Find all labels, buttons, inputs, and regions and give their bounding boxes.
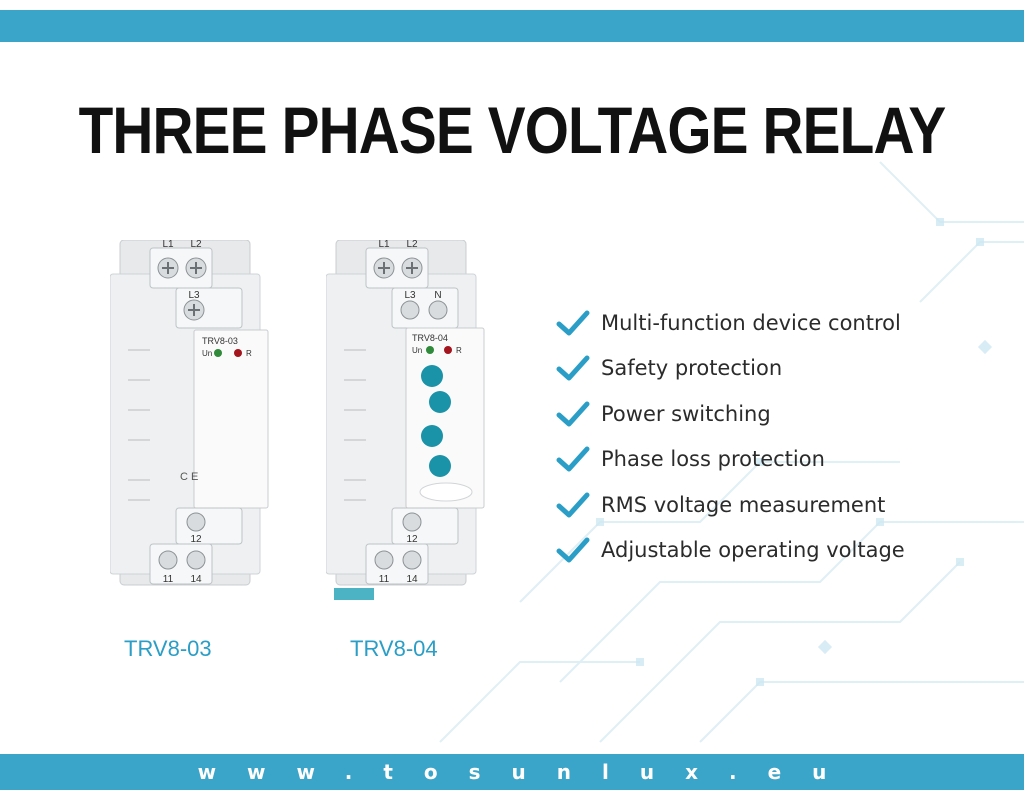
check-icon: [556, 492, 590, 518]
ce-mark: C E: [180, 471, 198, 483]
indicator-label-r: R: [456, 346, 462, 355]
terminal-label-12: 12: [406, 534, 418, 545]
terminal-label-l2: L2: [190, 240, 202, 250]
terminal-label-14: 14: [406, 574, 418, 585]
feature-item: RMS voltage measurement: [556, 482, 996, 528]
indicator-label-un: Un: [412, 346, 422, 355]
feature-text: RMS voltage measurement: [601, 492, 886, 517]
indicator-green-led: [426, 346, 434, 354]
terminal-label-14: 14: [190, 574, 202, 585]
adjust-knob-1[interactable]: [421, 365, 443, 387]
model-label-trv8-04: TRV8-04: [350, 636, 438, 661]
page-title: THREE PHASE VOLTAGE RELAY: [78, 93, 947, 167]
terminal-label-11: 11: [163, 574, 174, 585]
indicator-label-r: R: [246, 349, 252, 358]
feature-text: Adjustable operating voltage: [601, 538, 905, 563]
feature-item: Safety protection: [556, 346, 996, 392]
feature-text: Power switching: [601, 401, 771, 426]
adjust-knob-4[interactable]: [429, 455, 451, 477]
check-icon: [556, 401, 590, 427]
feature-list: Multi-function device control Safety pro…: [556, 300, 996, 573]
feature-item: Adjustable operating voltage: [556, 528, 996, 574]
indicator-label-un: Un: [202, 349, 212, 358]
check-icon: [556, 310, 590, 336]
top-band: [0, 10, 1024, 42]
feature-text: Phase loss protection: [601, 447, 825, 472]
check-icon: [556, 537, 590, 563]
front-model-label: TRV8-04: [412, 333, 448, 343]
adjust-knob-3[interactable]: [421, 425, 443, 447]
terminal-label-l3: L3: [188, 290, 200, 301]
terminal-label-12: 12: [190, 534, 202, 545]
feature-item: Multi-function device control: [556, 300, 996, 346]
din-clip: [334, 588, 374, 600]
indicator-red-led: [444, 346, 452, 354]
feature-item: Power switching: [556, 391, 996, 437]
terminal-label-l3: L3: [404, 290, 416, 301]
feature-text: Safety protection: [601, 356, 783, 381]
product-image-trv8-04: L1 L2 L3 N TRV8-04 Un R 12 11 14: [326, 240, 496, 600]
terminal-label-n: N: [434, 290, 441, 301]
terminal-label-l1: L1: [162, 240, 174, 250]
front-model-label: TRV8-03: [202, 336, 238, 346]
footer-band: www.tosunlux.eu: [0, 754, 1024, 790]
check-icon: [556, 446, 590, 472]
indicator-red-led: [234, 349, 242, 357]
terminal-label-11: 11: [379, 574, 390, 585]
adjust-knob-2[interactable]: [429, 391, 451, 413]
feature-text: Multi-function device control: [601, 310, 901, 335]
model-label-trv8-03: TRV8-03: [124, 636, 212, 661]
terminal-label-l2: L2: [406, 240, 418, 250]
terminal-label-l1: L1: [378, 240, 390, 250]
product-image-trv8-03: L1 L2 L3 TRV8-03 Un R C E 12 11 14: [110, 240, 270, 592]
website-url: www.tosunlux.eu: [197, 760, 858, 784]
check-icon: [556, 355, 590, 381]
indicator-green-led: [214, 349, 222, 357]
feature-item: Phase loss protection: [556, 437, 996, 483]
